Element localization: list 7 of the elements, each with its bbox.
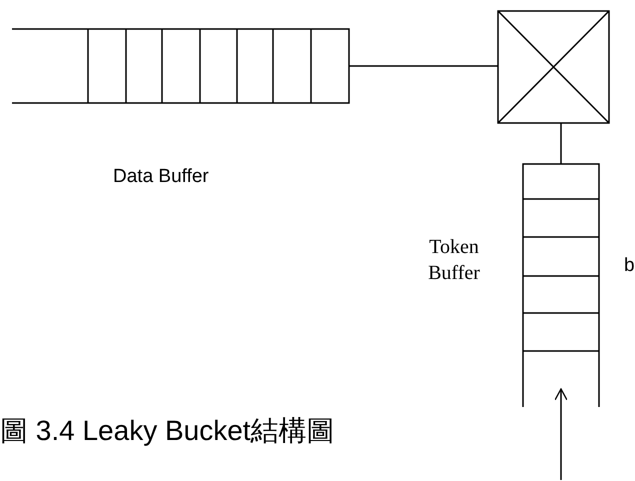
connector-line <box>560 123 562 164</box>
figure-caption: 圖 3.4 Leaky Bucket結構圖 <box>0 414 335 448</box>
node-label: Data Buffer <box>113 166 209 188</box>
arrow <box>554 388 568 480</box>
text-label: b <box>624 255 635 277</box>
node-label: Token Buffer <box>427 235 481 286</box>
connector-line <box>349 65 498 67</box>
